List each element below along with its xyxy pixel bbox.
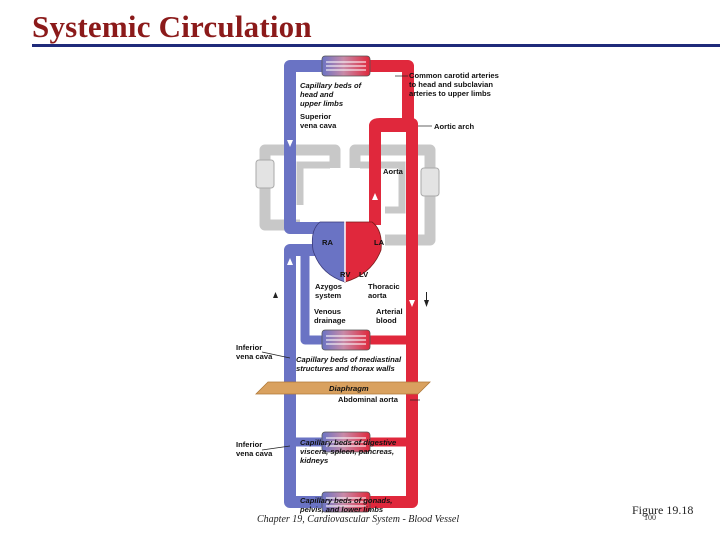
leader-ivc-lower xyxy=(261,445,291,451)
label-diaphragm: Diaphragm xyxy=(329,384,369,393)
heart-left-side xyxy=(344,221,382,283)
flow-arrows xyxy=(287,140,415,307)
label-capillary-gonads: Capillary beds of gonads,pelvis, and low… xyxy=(299,496,392,514)
slide-title: Systemic Circulation xyxy=(32,9,312,44)
diaphragm xyxy=(255,381,431,395)
arrow-svc xyxy=(287,140,293,147)
heart xyxy=(311,218,382,283)
arrow-descending xyxy=(409,300,415,307)
arrow-ivc xyxy=(287,258,293,265)
lung-capillary-left xyxy=(255,159,275,189)
leader-ivc-upper xyxy=(261,351,291,359)
label-right-atrium: RA xyxy=(322,238,333,247)
page-number: 100 xyxy=(644,513,656,522)
pulmonary-left-loop xyxy=(259,144,341,231)
pulmonary-trunk-left xyxy=(296,161,330,205)
heart-right-side xyxy=(311,221,346,283)
title-underline xyxy=(32,44,720,47)
label-aorta: Aorta xyxy=(383,167,404,176)
label-right-ventricle: RV xyxy=(340,270,351,279)
label-aortic-arch: Aortic arch xyxy=(434,122,474,131)
arrow-azygos-indicator xyxy=(273,292,278,298)
arrow-aorta xyxy=(372,193,378,200)
arrow-arterial-indicator xyxy=(424,300,429,307)
label-left-atrium: LA xyxy=(374,238,385,247)
lung-capillary-right xyxy=(420,167,440,197)
label-abdominal-aorta: Abdominal aorta xyxy=(338,395,399,404)
slide-footer: Chapter 19, Cardiovascular System - Bloo… xyxy=(257,514,460,525)
vein-inferior-vena-cava xyxy=(284,244,333,508)
figure-label: Figure 19.18 xyxy=(632,503,694,517)
label-left-ventricle: LV xyxy=(359,270,369,279)
capillary-beds xyxy=(321,55,371,513)
artery-descending-aorta xyxy=(360,118,418,508)
